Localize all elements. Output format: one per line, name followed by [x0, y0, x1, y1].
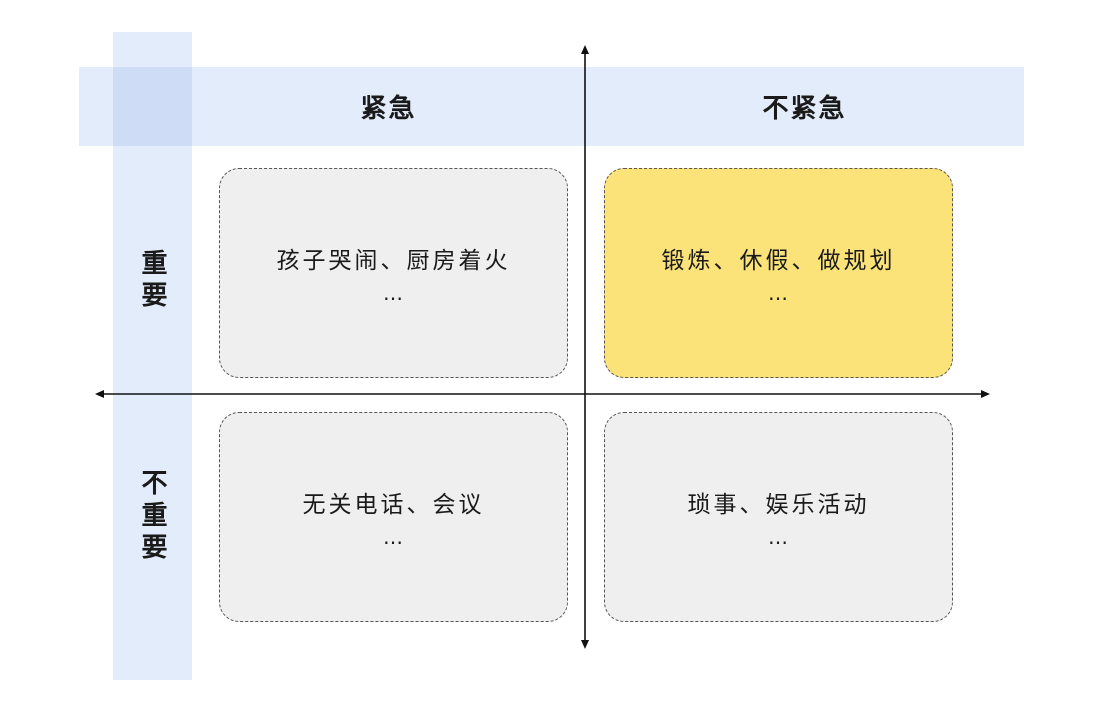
row-header-not-important: 不重要 [137, 469, 167, 565]
quadrant-urgent-important: 孩子哭闹、厨房着火 … [219, 168, 568, 378]
horizontal-axis-right-arrow [981, 390, 990, 398]
column-header-not-urgent: 不紧急 [762, 94, 847, 124]
horizontal-axis-left-arrow [95, 390, 104, 398]
header-band-intersection [113, 67, 192, 146]
quadrant-text: 孩子哭闹、厨房着火 [276, 248, 511, 274]
quadrant-ellipsis: … [768, 525, 789, 549]
quadrant-not-urgent-important: 锻炼、休假、做规划 … [604, 168, 953, 378]
quadrant-text: 无关电话、会议 [302, 492, 485, 518]
quadrant-ellipsis: … [768, 281, 789, 305]
row-header-important: 重要 [137, 249, 167, 313]
quadrant-ellipsis: … [383, 525, 404, 549]
quadrant-text: 锻炼、休假、做规划 [661, 248, 896, 274]
quadrant-ellipsis: … [383, 281, 404, 305]
column-header-band [79, 67, 1024, 146]
vertical-axis-top-arrow [581, 45, 589, 54]
column-header-urgent: 紧急 [360, 94, 417, 124]
quadrant-text: 琐事、娱乐活动 [687, 492, 870, 518]
vertical-axis-bottom-arrow [581, 640, 589, 649]
quadrant-not-urgent-not-important: 琐事、娱乐活动 … [604, 412, 953, 622]
quadrant-urgent-not-important: 无关电话、会议 … [219, 412, 568, 622]
